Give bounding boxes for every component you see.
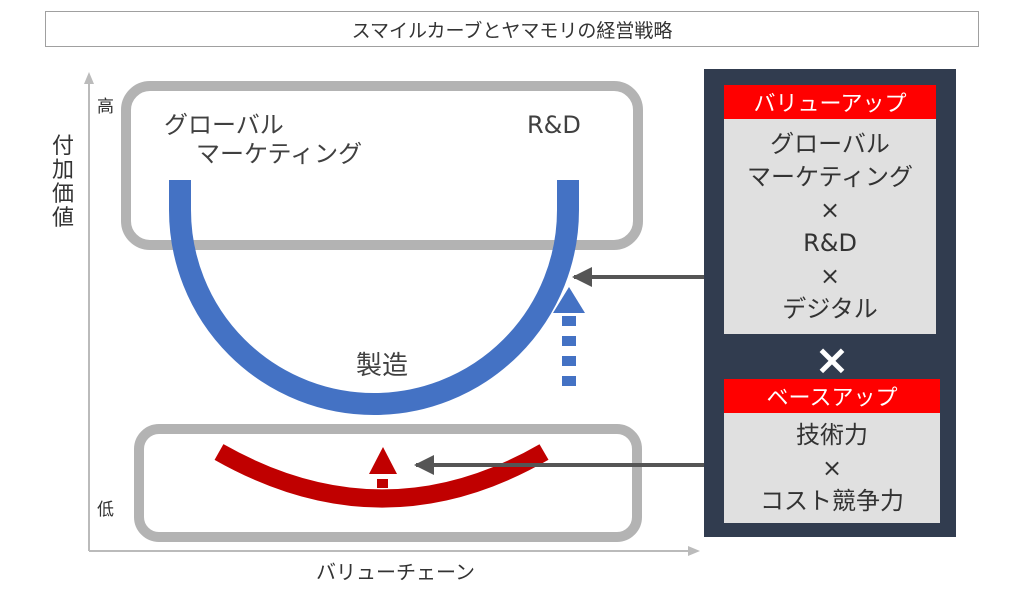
label-marketing: マーケティング xyxy=(196,140,363,168)
label-manufacturing: 製造 xyxy=(356,351,409,381)
value-up-line: マーケティング xyxy=(746,163,914,191)
base-up-dashed-arrow xyxy=(369,447,397,500)
value-up-header: バリューアップ xyxy=(724,85,936,119)
y-high-label: 高 xyxy=(97,97,114,117)
y-axis-arrowhead xyxy=(84,72,94,84)
value-up-card: グローバル マーケティング × R&D × デジタル xyxy=(724,119,936,334)
base-up-card: 技術力 × コスト競争力 xyxy=(724,413,940,523)
base-up-header: ベースアップ xyxy=(724,379,940,413)
title-box: スマイルカーブとヤマモリの経営戦略 xyxy=(45,11,979,47)
value-up-line: グローバル xyxy=(770,130,890,158)
base-up-line: × xyxy=(821,454,843,482)
high-value-box xyxy=(121,81,643,250)
y-low-label: 低 xyxy=(97,500,114,520)
x-axis-label: バリューチェーン xyxy=(316,560,475,584)
page-title: スマイルカーブとヤマモリの経営戦略 xyxy=(351,19,673,42)
value-up-line: × xyxy=(819,196,841,224)
label-rd: R&D xyxy=(527,111,581,139)
label-global: グローバル xyxy=(164,111,284,139)
value-up-line: × xyxy=(819,262,841,290)
value-up-line: デジタル xyxy=(782,295,878,323)
smile-curve xyxy=(169,180,579,415)
low-value-box xyxy=(134,424,642,542)
y-axis-label: 付加価値 xyxy=(51,134,74,231)
value-up-line: R&D xyxy=(803,229,857,257)
combine-symbol: × xyxy=(814,334,850,384)
base-up-line: コスト競争力 xyxy=(760,487,904,515)
value-up-dashed-arrow xyxy=(553,287,585,386)
x-axis-arrowhead xyxy=(688,546,700,556)
base-up-line: 技術力 xyxy=(796,421,868,449)
